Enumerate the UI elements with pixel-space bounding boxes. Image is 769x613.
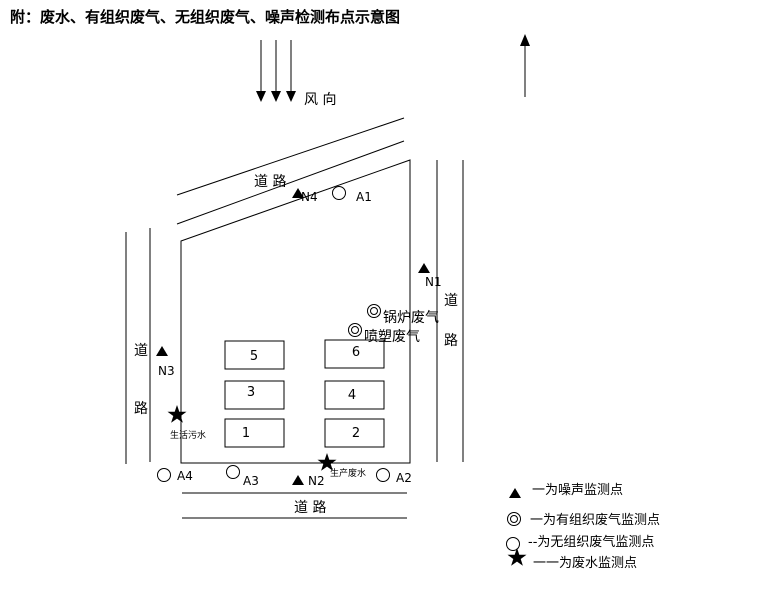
- legend-unorganized-text: --为无组织废气监测点: [528, 534, 654, 550]
- production-wastewater-label: 生产废水: [330, 467, 366, 479]
- noise-point-n3-icon: [156, 346, 168, 356]
- road-label-left-1: 道: [134, 343, 148, 359]
- air-point-a1-icon: [332, 186, 346, 200]
- air-point-a2-icon: [376, 468, 390, 482]
- legend-wastewater-icon: [507, 548, 527, 566]
- organized-gas-points: 锅炉废气 喷塑废气: [348, 304, 439, 345]
- legend-organized-icon-inner: [510, 515, 518, 523]
- boiler-exhaust-icon-outer: [367, 304, 381, 318]
- noise-point-n4-label: N4: [301, 190, 318, 204]
- boiler-exhaust-icon-inner: [370, 307, 378, 315]
- building-1-label: 1: [242, 426, 250, 441]
- road-label-right-1: 道: [444, 293, 458, 309]
- air-point-a2-label: A2: [396, 471, 412, 485]
- building-6-label: 6: [352, 345, 360, 360]
- legend-noise-text: 一为噪声监测点: [532, 483, 623, 498]
- noise-point-n2-label: N2: [308, 474, 325, 488]
- north-arrowhead: [520, 34, 530, 46]
- road-label-right-2: 路: [444, 333, 458, 349]
- noise-point-n2-icon: [292, 475, 304, 485]
- legend: 一为噪声监测点 一为有组织废气监测点 --为无组织废气监测点 一一为废水监测点: [506, 483, 660, 571]
- building-5-label: 5: [250, 349, 258, 364]
- building-5: [224, 340, 285, 370]
- building-4-label: 4: [348, 388, 356, 403]
- production-wastewater-star-icon: [317, 453, 337, 471]
- buildings: 5 6 3 4 1 2: [224, 339, 385, 448]
- site-boundary: [180, 159, 411, 464]
- noise-point-n3-label: N3: [158, 364, 175, 378]
- domestic-sewage-label: 生活污水: [170, 429, 206, 441]
- road-label-top: 道 路: [254, 174, 286, 190]
- top-road-line-2: [176, 140, 405, 225]
- spray-exhaust-icon-inner: [351, 326, 359, 334]
- air-point-a4-label: A4: [177, 469, 193, 483]
- wind-arrowhead-3: [286, 91, 296, 102]
- building-4: [324, 380, 385, 410]
- building-6: [324, 339, 385, 369]
- air-point-a3-label: A3: [243, 474, 259, 488]
- wastewater-points: 生活污水 生产废水: [167, 405, 366, 479]
- building-1: [224, 418, 285, 448]
- top-road-line-1: [176, 117, 405, 196]
- building-2-label: 2: [352, 426, 360, 441]
- wind-arrowhead-1: [256, 91, 266, 102]
- air-point-a3-icon: [226, 465, 240, 479]
- air-point-a1-label: A1: [356, 190, 372, 204]
- road-label-bottom: 道 路: [294, 500, 326, 516]
- page-title: 附：废水、有组织废气、无组织废气、噪声检测布点示意图: [10, 8, 401, 26]
- noise-point-n1-label: N1: [425, 275, 442, 289]
- noise-monitoring-points: N4 N1 N3 N2: [156, 188, 442, 488]
- legend-wastewater-text: 一一为废水监测点: [533, 555, 637, 571]
- air-point-a4-icon: [157, 468, 171, 482]
- building-3-label: 3: [247, 385, 255, 400]
- domestic-sewage-star-icon: [167, 405, 187, 423]
- wind-arrowhead-2: [271, 91, 281, 102]
- building-2: [324, 418, 385, 448]
- noise-point-n4-icon: [292, 188, 304, 198]
- roads: [125, 117, 464, 519]
- building-3: [224, 380, 285, 410]
- north-arrow: [520, 34, 530, 97]
- legend-noise-icon: [509, 488, 521, 498]
- spray-exhaust-label: 喷塑废气: [364, 329, 420, 345]
- wind-direction-arrows: [256, 40, 296, 102]
- wind-label: 风 向: [304, 92, 336, 108]
- spray-exhaust-icon-outer: [348, 323, 362, 337]
- legend-organized-icon-outer: [507, 512, 521, 526]
- noise-point-n1-icon: [418, 263, 430, 273]
- road-label-left-2: 路: [134, 401, 148, 417]
- unorganized-gas-points: A1 A2 A3 A4: [157, 186, 412, 488]
- legend-unorganized-icon: [506, 537, 520, 551]
- legend-organized-text: 一为有组织废气监测点: [530, 512, 660, 528]
- boiler-exhaust-label: 锅炉废气: [383, 310, 439, 326]
